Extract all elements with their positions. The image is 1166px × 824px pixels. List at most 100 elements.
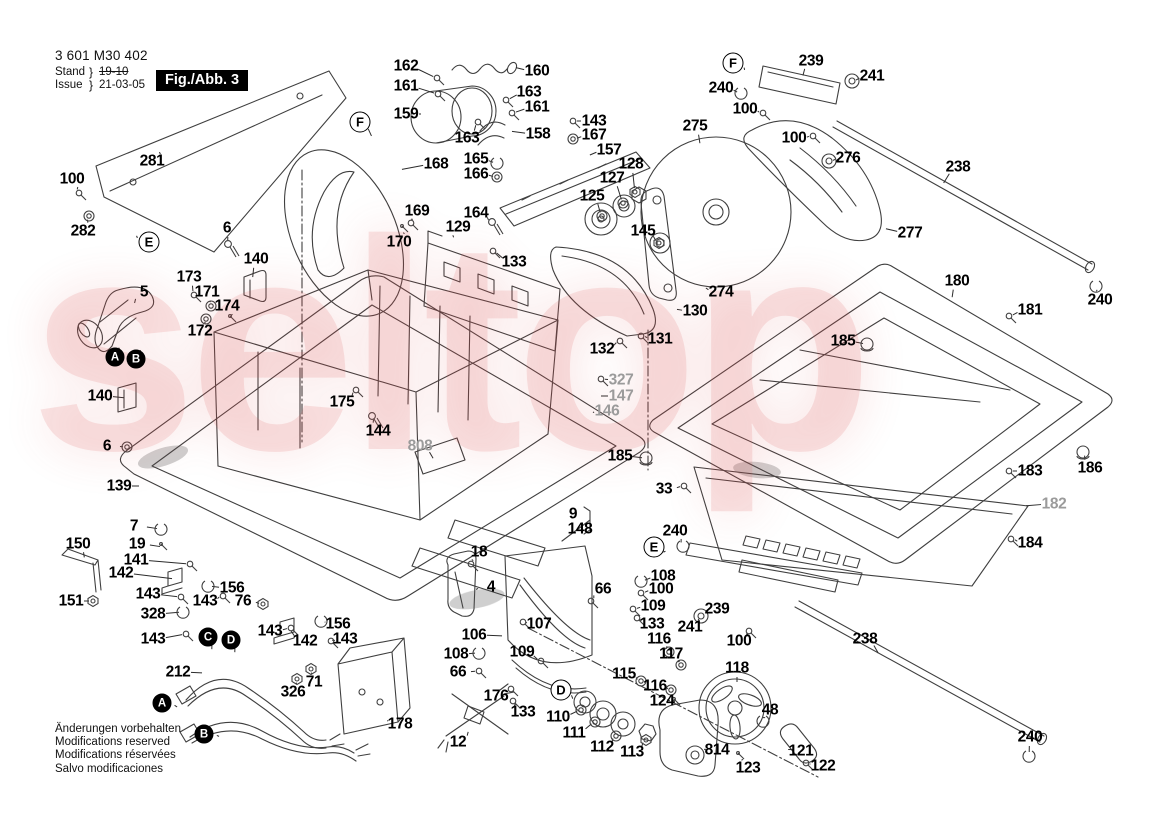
reference-balloon-A: A	[105, 347, 125, 367]
part-label-170: 170	[386, 233, 412, 251]
part-label-145: 145	[630, 222, 656, 240]
part-label-185: 185	[830, 332, 856, 350]
part-label-6: 6	[102, 437, 112, 455]
part-label-327: 327	[608, 371, 634, 389]
reference-balloon-D: D	[221, 630, 241, 650]
part-label-143: 143	[140, 630, 166, 648]
part-label-147: 147	[608, 387, 634, 405]
part-label-66: 66	[594, 580, 612, 598]
part-label-151: 151	[58, 592, 84, 610]
part-label-157: 157	[596, 141, 622, 159]
part-label-133: 133	[510, 703, 536, 721]
stand-label: Stand	[55, 66, 86, 78]
part-label-275: 275	[682, 117, 708, 135]
part-label-107: 107	[526, 615, 552, 633]
figure-label: Fig./Abb. 3	[156, 70, 249, 91]
part-label-6: 6	[222, 219, 232, 237]
part-label-139: 139	[106, 477, 132, 495]
reference-balloon-C: C	[198, 627, 218, 647]
part-label-129: 129	[445, 218, 471, 236]
part-label-241: 241	[677, 618, 703, 636]
part-label-178: 178	[387, 715, 413, 733]
part-label-12: 12	[449, 733, 467, 751]
brace: }	[89, 78, 94, 92]
part-label-108: 108	[650, 567, 676, 585]
part-label-238: 238	[945, 158, 971, 176]
part-label-239: 239	[798, 52, 824, 70]
footer-note: Salvo modificaciones	[55, 762, 164, 775]
part-label-140: 140	[87, 387, 113, 405]
part-label-180: 180	[944, 272, 970, 290]
reference-balloon-A: A	[152, 693, 172, 713]
part-label-163: 163	[454, 129, 480, 147]
part-label-174: 174	[214, 297, 240, 315]
part-label-71: 71	[305, 673, 323, 691]
part-label-328: 328	[140, 605, 166, 623]
part-label-19: 19	[128, 535, 146, 553]
part-label-9: 9	[568, 505, 578, 523]
part-label-281: 281	[139, 152, 165, 170]
part-label-142: 142	[108, 564, 134, 582]
part-label-175: 175	[329, 393, 355, 411]
part-label-131: 131	[647, 330, 673, 348]
footer-note: Modifications reserved	[55, 736, 171, 749]
part-label-143: 143	[135, 585, 161, 603]
part-label-240: 240	[1087, 291, 1113, 309]
part-label-166: 166	[463, 165, 489, 183]
footer-note: Änderungen vorbehalten	[55, 723, 181, 735]
part-label-164: 164	[463, 204, 489, 222]
part-label-171: 171	[194, 283, 220, 301]
part-label-808: 808	[407, 437, 433, 455]
part-label-142: 142	[292, 632, 318, 650]
part-label-159: 159	[393, 105, 419, 123]
part-label-240: 240	[662, 522, 688, 540]
part-label-48: 48	[761, 701, 779, 719]
part-label-186: 186	[1077, 459, 1103, 477]
part-label-163: 163	[516, 83, 542, 101]
part-label-156: 156	[219, 579, 245, 597]
part-label-108: 108	[443, 645, 469, 663]
part-label-282: 282	[70, 222, 96, 240]
reference-balloon-B: B	[126, 349, 146, 369]
part-label-5: 5	[139, 283, 149, 301]
part-label-150: 150	[65, 535, 91, 553]
part-label-326: 326	[280, 683, 306, 701]
part-label-169: 169	[404, 202, 430, 220]
part-label-76: 76	[234, 592, 252, 610]
part-label-100: 100	[781, 129, 807, 147]
part-label-146: 146	[594, 402, 620, 420]
part-label-7: 7	[129, 517, 139, 535]
part-label-156: 156	[325, 615, 351, 633]
part-label-814: 814	[704, 741, 730, 759]
part-label-148: 148	[567, 520, 593, 538]
part-label-109: 109	[509, 643, 535, 661]
reference-balloon-E: E	[643, 536, 665, 558]
part-label-212: 212	[165, 663, 191, 681]
part-label-125: 125	[579, 187, 605, 205]
part-label-173: 173	[176, 268, 202, 286]
part-label-162: 162	[393, 57, 419, 75]
part-label-100: 100	[648, 580, 674, 598]
part-label-277: 277	[897, 224, 923, 242]
part-label-130: 130	[682, 302, 708, 320]
part-label-141: 141	[123, 551, 149, 569]
old-date: 19-10	[99, 66, 129, 78]
part-label-18: 18	[470, 543, 488, 561]
part-label-118: 118	[725, 659, 749, 677]
part-label-112: 112	[590, 738, 614, 756]
part-label-106: 106	[461, 626, 487, 644]
part-label-100: 100	[726, 632, 752, 650]
footer-note: Modifications réservées	[55, 749, 176, 762]
reference-balloon-B: B	[194, 724, 214, 744]
part-label-33: 33	[655, 480, 673, 498]
part-label-133: 133	[501, 253, 527, 271]
part-label-122: 122	[810, 757, 836, 775]
part-label-167: 167	[581, 126, 607, 144]
part-label-240: 240	[1017, 728, 1043, 746]
part-label-158: 158	[525, 125, 551, 143]
part-label-161: 161	[524, 98, 550, 116]
part-label-113: 113	[620, 743, 644, 761]
part-label-143: 143	[332, 630, 358, 648]
part-label-115: 115	[612, 665, 636, 683]
